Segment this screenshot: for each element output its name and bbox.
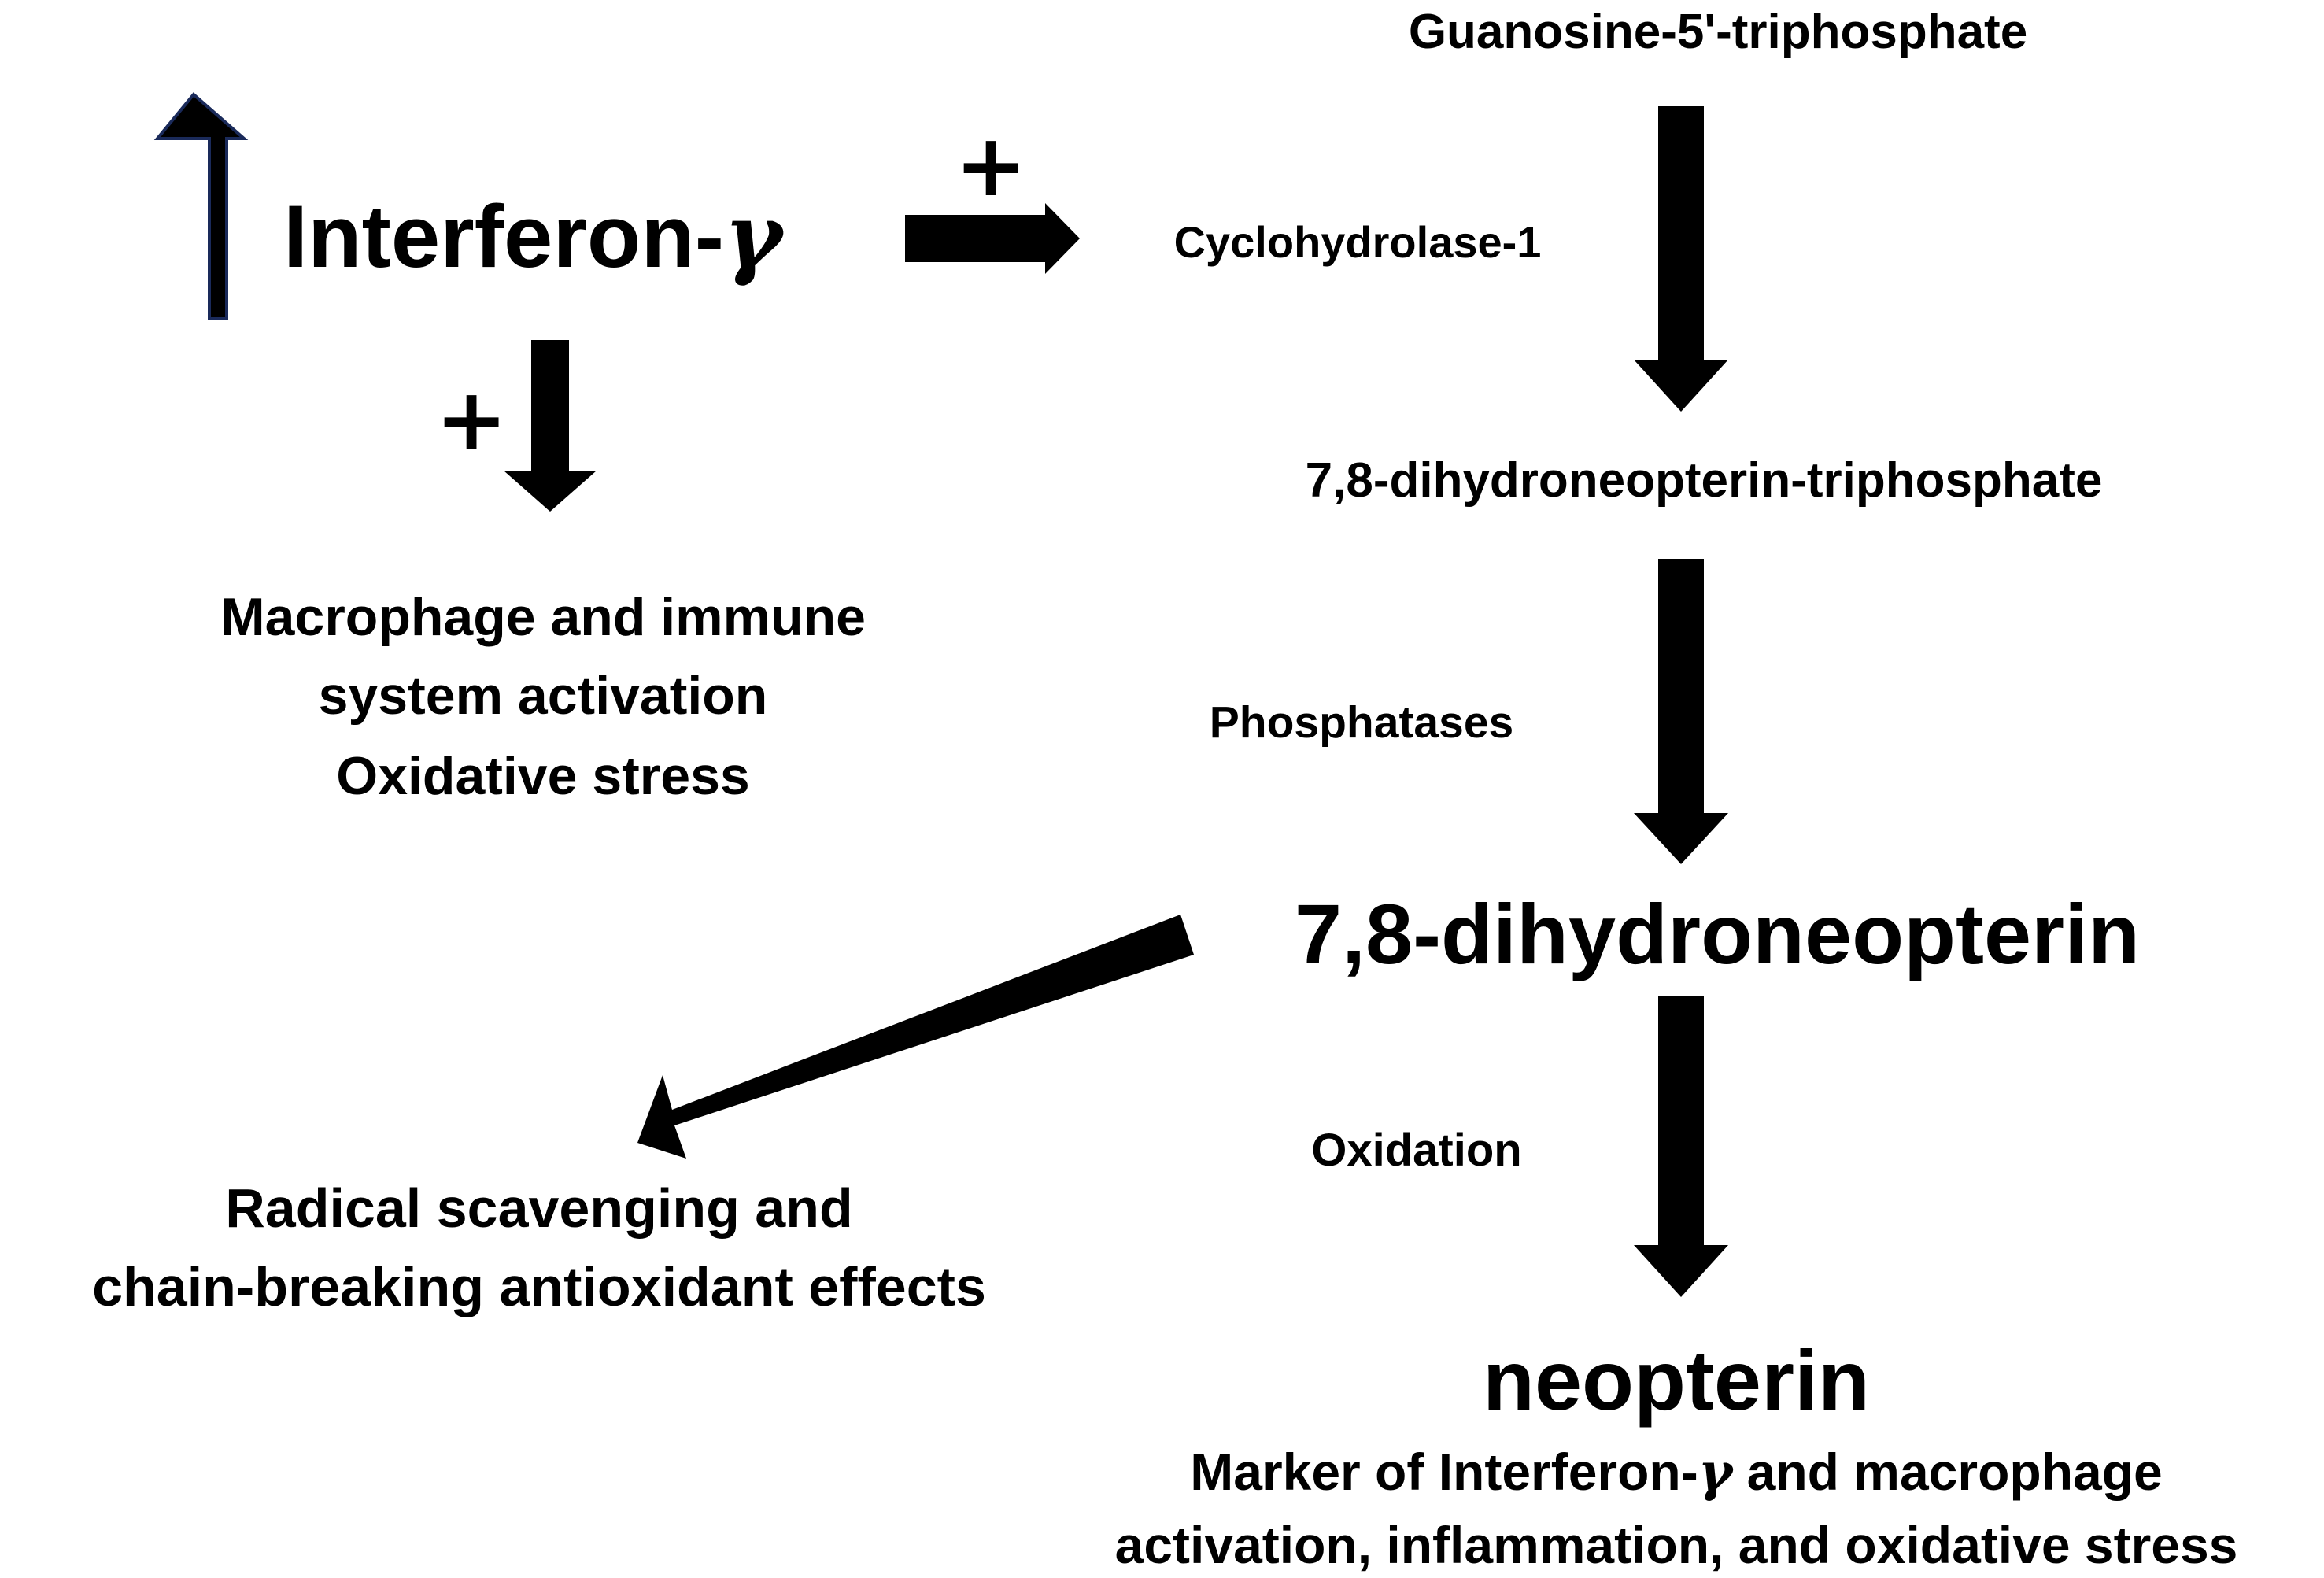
triphosphate-to-dihydroneopterin-arrow — [1634, 559, 1728, 864]
neopterin-marker-line2: activation, inflammation, and oxidative … — [1114, 1516, 2238, 1574]
antioxidant-effects-line2: chain-breaking antioxidant effects — [92, 1256, 986, 1317]
increase-up-arrow — [153, 92, 249, 320]
dihydroneopterin-to-antioxidant-arrow — [637, 915, 1194, 1159]
gtp-label: Guanosine-5'-triphosphate — [1408, 5, 2028, 59]
stimulation-plus-sign-top: + — [955, 115, 1028, 216]
oxidation-process-label: Oxidation — [1311, 1125, 1522, 1176]
antioxidant-effects-line1: Radical scavenging and — [225, 1177, 853, 1239]
neopterin-label: neopterin — [1482, 1332, 1871, 1428]
dihydroneopterin-to-neopterin-arrow — [1634, 996, 1728, 1297]
marker-line1-pre: Marker of Interferon- — [1190, 1443, 1698, 1501]
macrophage-effects-line2: system activation — [318, 666, 768, 726]
interferon-name: Interferon- — [283, 187, 725, 286]
marker-line1-post: and macrophage — [1732, 1443, 2163, 1501]
interferon-to-cyclohydrolase-arrow — [905, 203, 1080, 274]
neopterin-marker-line1: Marker of Interferon-γ and macrophage — [1190, 1446, 2162, 1498]
gamma-symbol: γ — [724, 185, 782, 288]
macrophage-effects-line3: Oxidative stress — [336, 746, 750, 806]
dihydroneopterin-triphosphate-label: 7,8-dihydroneopterin-triphosphate — [1305, 453, 2103, 508]
gtp-to-triphosphate-arrow — [1634, 106, 1728, 412]
marker-gamma-symbol: γ — [1698, 1441, 1733, 1502]
interferon-to-macrophage-arrow — [504, 340, 597, 512]
interferon-gamma-label: Interferon-γ — [283, 193, 782, 281]
dihydroneopterin-label: 7,8-dihydroneopterin — [1294, 886, 2141, 981]
phosphatases-enzyme-label: Phosphatases — [1209, 697, 1514, 748]
cyclohydrolase-enzyme-label: Cyclohydrolase-1 — [1173, 217, 1542, 267]
stimulation-plus-sign-left: + — [435, 369, 508, 470]
macrophage-effects-line1: Macrophage and immune — [220, 587, 866, 647]
